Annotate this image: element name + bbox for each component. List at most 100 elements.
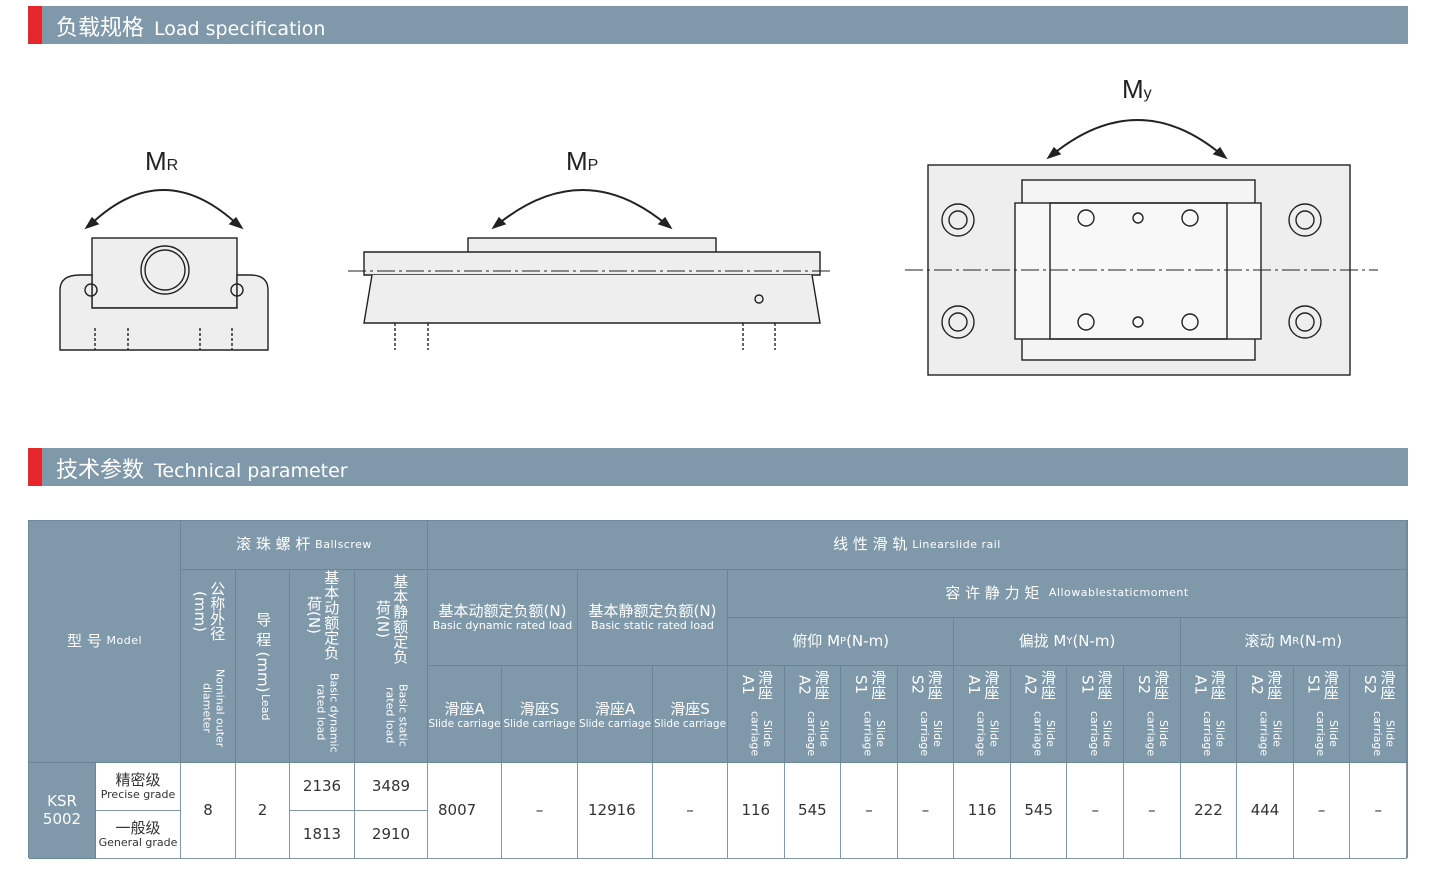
model-header: 型 号 Model xyxy=(29,521,181,763)
cell-text: – xyxy=(921,800,930,819)
cell-text: 12916 xyxy=(588,800,636,819)
cell-text: 基本静额定负荷(N) xyxy=(374,573,410,664)
lead-header: 导 程 (mm)Lead xyxy=(236,570,290,763)
cell-text: – xyxy=(1317,800,1326,819)
cell-text: Model xyxy=(106,634,143,648)
cell-text: M xyxy=(1053,631,1067,650)
cell-text: KSR 5002 xyxy=(42,792,82,828)
cell-text: 俯仰 xyxy=(792,631,823,650)
cell-text: Slide carriage xyxy=(503,717,576,730)
cell-text: R xyxy=(1292,635,1300,647)
cell-text: – xyxy=(1091,800,1100,819)
cell-text: 滚 珠 螺 杆 xyxy=(236,535,311,554)
cell-text: 滑座A1 xyxy=(1191,669,1227,700)
rail-static-load-header: 基本静额定负额(N)Basic static rated load xyxy=(578,570,728,666)
cell-text: 545 xyxy=(798,800,827,819)
screw-dynamic-load-header: 基本动额定负荷(N)Basic dynamic rated load xyxy=(290,570,355,763)
cell-text: 8007 xyxy=(438,800,477,819)
rail-load-value: – xyxy=(502,763,578,859)
cell-text: 滑座S xyxy=(519,699,560,718)
moment-value: 545 xyxy=(1010,763,1068,859)
cell-text: Slide carriage xyxy=(861,710,888,757)
moment-value: – xyxy=(841,763,898,859)
cell-text: (N-m) xyxy=(846,631,890,650)
roll-moment-diagram: MR xyxy=(59,146,269,351)
linear-rail-header: 线 性 滑 轨 Linearslide rail xyxy=(428,521,1407,570)
load-diagrams: MR MP My xyxy=(59,74,1378,376)
cell-text: 滑座A1 xyxy=(965,669,1001,700)
cell-text: Y xyxy=(1066,635,1073,647)
cell-text: 滑座A xyxy=(594,699,636,718)
cell-text: Precise grade xyxy=(100,787,176,801)
screw-static-load-header: 基本静额定负荷(N) Basic static rated load xyxy=(355,570,428,763)
cell-text: Slide carriage xyxy=(1370,710,1397,757)
cell-text: 滑座S1 xyxy=(1078,669,1114,700)
ballscrew-header: 滚 珠 螺 杆 Ballscrew xyxy=(181,521,428,570)
moment-value: 116 xyxy=(954,763,1011,859)
cell-text: 滑座A xyxy=(444,699,485,718)
cell-text: – xyxy=(535,800,544,819)
cell-text: 滑座A2 xyxy=(1021,669,1057,700)
cell-text: Slide carriage xyxy=(804,711,831,757)
cell-text: 基本静额定负荷(N) Basic static rated load xyxy=(374,570,409,762)
cell-text: Slide carriage xyxy=(578,717,652,730)
cell-text: 545 xyxy=(1024,800,1054,819)
cell-text: Slide carriage xyxy=(1031,711,1057,757)
cell-text: Slide carriage xyxy=(1201,711,1227,757)
roll-moment-label: MR xyxy=(145,146,178,176)
pitch-moment-label: MP xyxy=(566,146,598,176)
accent-bar xyxy=(28,448,42,486)
cell-text: Ballscrew xyxy=(315,537,372,551)
pitch-moment-diagram: MP xyxy=(348,146,830,350)
cell-text: Nominal outer diameter xyxy=(200,669,227,748)
cell-text: Allowablestaticmoment xyxy=(1048,586,1189,600)
cell-text: 222 xyxy=(1194,800,1223,819)
cell-text: 滑座S1 xyxy=(851,669,888,700)
cell-text: Slide carriage xyxy=(1314,710,1340,757)
cell-text: – xyxy=(686,800,694,819)
moment-value: – xyxy=(1293,763,1351,859)
cell-text: Slide carriage xyxy=(1257,711,1284,757)
cell-text: Basic static rated load xyxy=(383,684,410,747)
cell-text: Slide carriage xyxy=(1087,710,1114,757)
cell-text: 精密级 xyxy=(115,770,161,789)
moment-value: – xyxy=(1067,763,1125,859)
cell-text: 公称外径(mm) xyxy=(191,581,227,642)
cell-text: (N-m) xyxy=(1072,631,1116,650)
cell-text: Slide carriage xyxy=(653,717,727,730)
moment-value: 116 xyxy=(728,763,785,859)
cell-text: Slide carriage xyxy=(748,711,775,757)
cell-text: Basic dynamic rated load xyxy=(432,618,573,632)
cell-text: M xyxy=(827,631,841,650)
cell-text: 滑座A1 xyxy=(738,669,775,700)
rail-load-value: 12916 xyxy=(578,763,653,859)
cell-text: 滑座A2 xyxy=(1248,669,1284,700)
cell-text: General grade xyxy=(98,835,178,849)
yaw-moment-label: My xyxy=(1122,74,1152,104)
technical-parameter-table: 型 号 Model 滚 珠 螺 杆 Ballscrew 公称外径(mm) Nomi… xyxy=(28,520,1408,859)
cell-text: 基本动额定负荷(N)Basic dynamic rated load xyxy=(305,570,340,762)
cell-text: Lead xyxy=(259,694,273,721)
cell-text: Slide carriage xyxy=(1144,710,1171,757)
